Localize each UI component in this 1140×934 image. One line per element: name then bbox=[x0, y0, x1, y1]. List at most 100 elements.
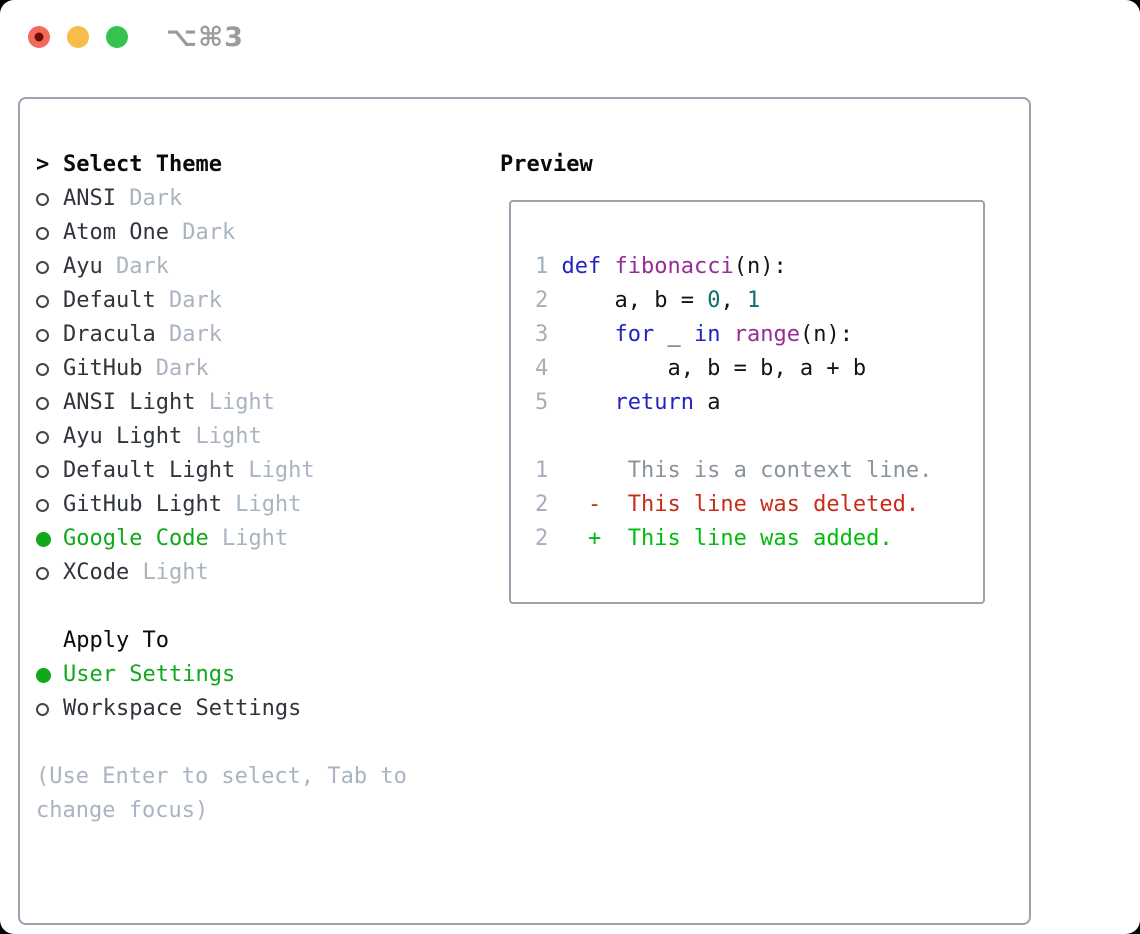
radio-icon bbox=[36, 362, 63, 376]
theme-item-ansi[interactable]: ANSI Dark bbox=[36, 182, 500, 216]
code-line: 2 - This line was deleted. bbox=[535, 488, 983, 522]
radio-icon bbox=[36, 328, 63, 342]
apply-to-label: Apply To bbox=[63, 628, 169, 653]
radio-icon bbox=[36, 566, 63, 580]
theme-name: Ayu bbox=[63, 254, 103, 279]
theme-item-ansi-light[interactable]: ANSI Light Light bbox=[36, 386, 500, 420]
code-token-plain: (n): bbox=[733, 254, 787, 279]
code-token-plain: (n): bbox=[799, 322, 853, 347]
theme-item-xcode[interactable]: XCode Light bbox=[36, 556, 500, 590]
radio-icon bbox=[36, 464, 63, 478]
help-text: (Use Enter to select, Tab to change focus… bbox=[36, 760, 500, 828]
apply-option-workspace-settings[interactable]: Workspace Settings bbox=[36, 692, 500, 726]
traffic-lights bbox=[28, 26, 128, 48]
code-token-number: 0 bbox=[707, 288, 721, 313]
line-number: 4 bbox=[535, 356, 549, 381]
code-token-plain bbox=[601, 254, 614, 279]
theme-item-ayu-light[interactable]: Ayu Light Light bbox=[36, 420, 500, 454]
code-token-plain: , bbox=[720, 288, 747, 313]
theme-name: Atom One bbox=[63, 220, 169, 245]
code-line: 2 a, b = 0, 1 bbox=[535, 284, 983, 318]
apply-option-label: Workspace Settings bbox=[63, 696, 302, 721]
theme-variant: Dark bbox=[168, 220, 236, 245]
code-line bbox=[535, 420, 983, 454]
radio-icon bbox=[36, 294, 63, 308]
theme-variant: Dark bbox=[155, 288, 222, 313]
help-text-line: change focus) bbox=[36, 798, 209, 823]
minimize-button-icon[interactable] bbox=[67, 26, 89, 48]
theme-variant: Light bbox=[195, 390, 275, 415]
window-title: ⌥⌘3 bbox=[166, 22, 244, 53]
code-token-keyword: in bbox=[693, 322, 721, 347]
preview-heading: Preview bbox=[500, 152, 593, 177]
theme-item-atom-one[interactable]: Atom One Dark bbox=[36, 216, 500, 250]
radio-icon bbox=[36, 498, 63, 512]
zoom-button-icon[interactable] bbox=[106, 26, 128, 48]
radio-icon bbox=[36, 702, 63, 716]
code-token-keyword: for bbox=[614, 322, 655, 347]
code-token-added: + This line was added. bbox=[561, 526, 893, 551]
line-number: 1 bbox=[535, 254, 549, 279]
spacer bbox=[36, 726, 500, 760]
prompt-icon: > bbox=[36, 152, 50, 177]
theme-variant: Light bbox=[129, 560, 209, 585]
unsaved-dot-icon bbox=[34, 32, 44, 42]
theme-item-github[interactable]: GitHub Dark bbox=[36, 352, 500, 386]
code-token-plain: _ bbox=[654, 322, 694, 347]
apply-option-user-settings[interactable]: User Settings bbox=[36, 658, 500, 692]
code-line: 1 This is a context line. bbox=[535, 454, 983, 488]
radio-icon bbox=[36, 396, 63, 410]
theme-name: Ayu Light bbox=[63, 424, 183, 449]
code-line: 1 def fibonacci(n): bbox=[535, 250, 983, 284]
theme-item-github-light[interactable]: GitHub Light Light bbox=[36, 488, 500, 522]
theme-name: Default Light bbox=[63, 458, 236, 483]
theme-item-default[interactable]: Default Dark bbox=[36, 284, 500, 318]
theme-variant: Dark bbox=[142, 356, 209, 381]
code-token-number: 1 bbox=[746, 288, 761, 313]
theme-item-google-code[interactable]: Google Code Light bbox=[36, 522, 500, 556]
code-token-plain bbox=[561, 322, 614, 347]
theme-name: ANSI bbox=[63, 186, 116, 211]
theme-name: GitHub Light bbox=[63, 492, 222, 517]
apply-to-header: Apply To bbox=[36, 624, 500, 658]
theme-item-dracula[interactable]: Dracula Dark bbox=[36, 318, 500, 352]
theme-name: Default bbox=[63, 288, 156, 313]
line-number: 2 bbox=[535, 526, 549, 551]
title-bar: ⌥⌘3 bbox=[0, 0, 1140, 97]
code-token-plain: a, b = bbox=[561, 288, 708, 313]
close-button-icon[interactable] bbox=[28, 26, 50, 48]
radio-icon bbox=[36, 192, 63, 206]
line-number: 2 bbox=[535, 492, 549, 517]
theme-item-default-light[interactable]: Default Light Light bbox=[36, 454, 500, 488]
code-token-function: fibonacci bbox=[614, 254, 734, 279]
code-token-keyword: def bbox=[561, 254, 602, 279]
code-token-plain: a bbox=[693, 390, 721, 415]
theme-name: Google Code bbox=[63, 526, 209, 551]
code-line: 4 a, b = b, a + b bbox=[535, 352, 983, 386]
code-token-plain: a, b = b, a + b bbox=[561, 356, 867, 381]
theme-name: Dracula bbox=[63, 322, 156, 347]
code-token-plain bbox=[561, 390, 614, 415]
code-line: 5 return a bbox=[535, 386, 983, 420]
theme-variant: Light bbox=[235, 458, 315, 483]
code-token-keyword: return bbox=[614, 390, 694, 415]
line-number: 1 bbox=[535, 458, 549, 483]
radio-icon bbox=[36, 260, 63, 274]
radio-icon bbox=[36, 226, 63, 240]
radio-icon bbox=[36, 430, 63, 444]
apply-option-label: User Settings bbox=[63, 662, 236, 687]
theme-variant: Light bbox=[208, 526, 289, 551]
theme-variant: Light bbox=[182, 424, 262, 449]
help-text-line: (Use Enter to select, Tab to bbox=[36, 764, 407, 789]
theme-variant: Dark bbox=[155, 322, 222, 347]
code-line: 2 + This line was added. bbox=[535, 522, 983, 556]
code-token-context: This is a context line. bbox=[561, 458, 933, 483]
theme-variant: Light bbox=[221, 492, 302, 517]
theme-item-ayu[interactable]: Ayu Dark bbox=[36, 250, 500, 284]
